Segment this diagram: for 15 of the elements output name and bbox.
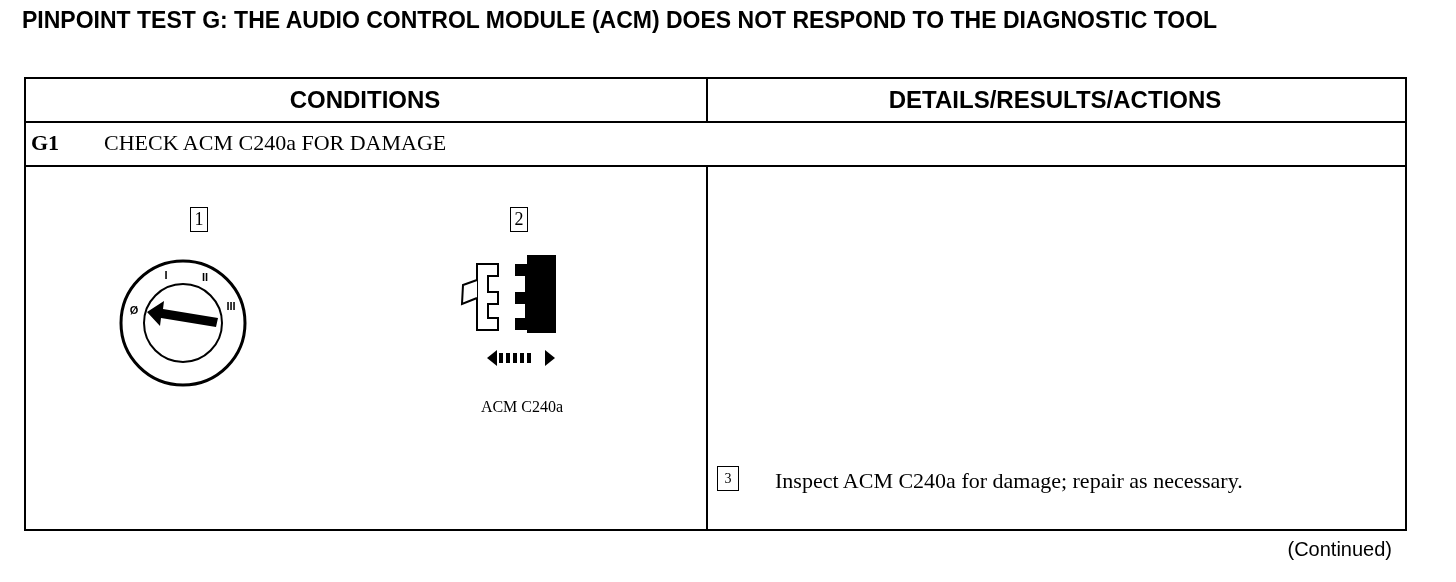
connector-label: ACM C240a <box>479 398 565 416</box>
step-id: G1 <box>31 131 60 155</box>
switch-position-label: II <box>201 271 209 283</box>
switch-position-label: III <box>226 300 236 312</box>
instruction-text: Inspect ACM C240a for damage; repair as necessary. <box>775 468 1244 494</box>
continued-note: (Continued) <box>1287 538 1392 560</box>
title: PINPOINT TEST G: THE AUDIO CONTROL MODULE (ACM) DOES NOT RESPOND TO THE DIAGNOSTIC TOOL <box>22 8 1219 32</box>
column-header: CONDITIONS <box>288 87 442 113</box>
callout-number: 1 <box>190 207 208 232</box>
column-header: DETAILS/RESULTS/ACTIONS <box>887 87 1223 113</box>
step-heading: CHECK ACM C240a FOR DAMAGE <box>104 131 447 155</box>
switch-position-label: Ø <box>129 304 139 316</box>
switch-position-label: I <box>164 269 168 281</box>
callout-number: 2 <box>510 207 528 232</box>
callout-number: 3 <box>717 466 739 491</box>
